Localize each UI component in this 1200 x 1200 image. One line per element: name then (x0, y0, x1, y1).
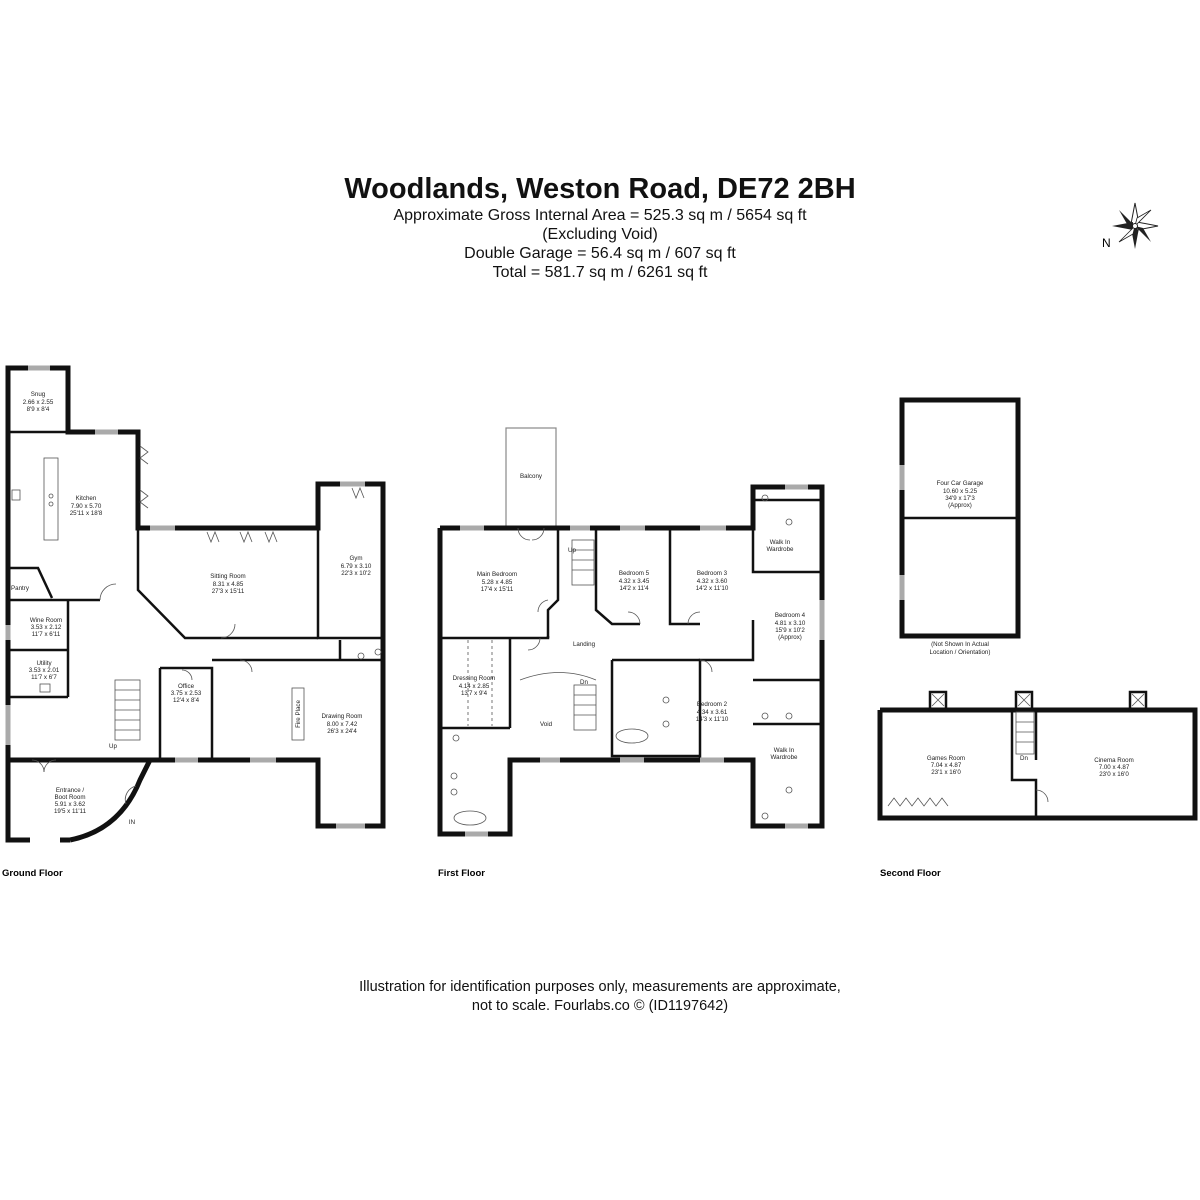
landing-label: Landing (573, 641, 596, 648)
bedroom-5-imperial: 14'2 x 11'4 (619, 585, 649, 592)
gym-imperial: 22'3 x 10'2 (341, 570, 371, 577)
drawing-room-label: Drawing Room (322, 713, 363, 720)
sitting-room-label: Sitting Room (210, 573, 245, 580)
kitchen-label: Kitchen (76, 495, 97, 502)
dressing-room-imperial: 13'7 x 9'4 (461, 690, 488, 697)
first-floor-plan (437, 427, 825, 837)
walk-in-wardrobe-1-label: Walk In (770, 539, 791, 546)
disclaimer-line1: Illustration for identification purposes… (359, 979, 841, 995)
sitting-room-imperial: 27'3 x 15'11 (212, 588, 245, 595)
cinema-room-label: Cinema Room (1094, 757, 1134, 764)
header: Woodlands, Weston Road, DE72 2BH Approxi… (0, 172, 1200, 282)
drawing-room-imperial: 26'3 x 24'4 (327, 728, 357, 735)
games-room-label: Games Room (927, 755, 965, 762)
office-label: Office (178, 683, 195, 690)
utility-metric: 3.53 x 2.01 (29, 667, 60, 674)
bedroom-3-label: Bedroom 3 (697, 570, 728, 577)
compass-icon (1112, 202, 1159, 249)
second-floor-plan (877, 690, 1198, 821)
walk-in-wardrobe-1-label-line2: Wardrobe (767, 546, 794, 553)
garage-metric: 10.60 x 5.25 (943, 488, 978, 495)
first-stairs-up-label: Up (568, 547, 576, 554)
walk-in-wardrobe-2-label: Walk In (774, 747, 795, 754)
bedroom-2-imperial: 14'3 x 11'10 (696, 716, 729, 723)
walk-in-wardrobe-2-label-line2: Wardrobe (771, 754, 798, 761)
cinema-room-metric: 7.00 x 4.87 (1099, 764, 1130, 771)
main-bedroom-metric: 5.28 x 4.85 (482, 579, 513, 586)
second-floor-label: Second Floor (880, 868, 941, 879)
garage-imperial: 34'9 x 17'3 (945, 495, 975, 502)
pantry-label: Pantry (11, 585, 30, 592)
garage-location-note: (Not Shown In Actual (931, 641, 989, 648)
page-title: Woodlands, Weston Road, DE72 2BH (344, 173, 856, 205)
bedroom-5-metric: 4.32 x 3.45 (619, 578, 650, 585)
entrance-imperial: 19'5 x 11'11 (54, 808, 87, 815)
gross-area-line: Approximate Gross Internal Area = 525.3 … (393, 207, 807, 224)
games-room-imperial: 23'1 x 16'0 (931, 769, 961, 776)
snug-metric: 2.66 x 2.55 (23, 399, 54, 406)
snug-imperial: 8'9 x 8'4 (27, 406, 50, 413)
garage-note: (Approx) (948, 502, 972, 509)
entrance-label: Entrance / (56, 787, 84, 794)
utility-label: Utility (36, 660, 52, 667)
bedroom-2-metric: 4.34 x 3.61 (697, 709, 728, 716)
garage-plan (899, 397, 1021, 639)
kitchen-imperial: 25'11 x 18'8 (70, 510, 103, 517)
bedroom-4-metric: 4.81 x 3.10 (775, 620, 806, 627)
second-stairs-down-label: Dn (1020, 755, 1028, 762)
footer: Illustration for identification purposes… (0, 978, 1200, 1016)
ground-stairs-up-label: Up (109, 743, 117, 750)
void-label: Void (540, 721, 553, 728)
first-floor-label: First Floor (438, 868, 485, 879)
sitting-room-metric: 8.31 x 4.85 (213, 581, 244, 588)
cinema-room-imperial: 23'0 x 16'0 (1099, 771, 1129, 778)
balcony-label: Balcony (520, 473, 543, 480)
bedroom-3-metric: 4.32 x 3.60 (697, 578, 728, 585)
ground-floor-plan (5, 365, 386, 843)
gym-metric: 6.79 x 3.10 (341, 563, 372, 570)
total-area-line: Total = 581.7 sq m / 6261 sq ft (492, 264, 708, 281)
office-imperial: 12'4 x 8'4 (173, 697, 200, 704)
kitchen-metric: 7.90 x 5.70 (71, 503, 102, 510)
bedroom-4-note: (Approx) (778, 634, 802, 641)
garage-location-note-line2: Location / Orientation) (930, 649, 991, 656)
compass-north-label: N (1102, 236, 1111, 250)
entrance-metric: 5.91 x 3.62 (55, 801, 86, 808)
wine-room-label: Wine Room (30, 617, 62, 624)
main-bedroom-label: Main Bedroom (477, 571, 517, 578)
drawing-room-metric: 8.00 x 7.42 (327, 721, 358, 728)
utility-imperial: 11'7 x 6'7 (31, 674, 57, 681)
ground-entrance-in-label: IN (129, 819, 135, 826)
entrance-label-line2: Boot Room (55, 794, 86, 801)
snug-label: Snug (31, 391, 46, 398)
gym-label: Gym (349, 555, 362, 562)
wine-room-metric: 3.53 x 2.12 (31, 624, 62, 631)
dressing-room-label: Dressing Room (453, 675, 496, 682)
garage-area-line: Double Garage = 56.4 sq m / 607 sq ft (464, 245, 736, 262)
main-bedroom-imperial: 17'4 x 15'11 (481, 586, 514, 593)
excluding-void-line: (Excluding Void) (542, 226, 658, 243)
wine-room-imperial: 11'7 x 6'11 (32, 631, 61, 638)
garage-label: Four Car Garage (937, 480, 984, 487)
games-room-metric: 7.04 x 4.87 (931, 762, 962, 769)
bedroom-4-imperial: 15'9 x 10'2 (775, 627, 805, 634)
bedroom-5-label: Bedroom 5 (619, 570, 650, 577)
disclaimer-line2: not to scale. Fourlabs.co © (ID1197642) (471, 998, 729, 1014)
ground-floor-label: Ground Floor (2, 868, 63, 879)
fireplace-label: Fire Place (295, 700, 302, 728)
office-metric: 3.75 x 2.53 (171, 690, 202, 697)
bedroom-2-label: Bedroom 2 (697, 701, 728, 708)
first-stairs-down-label: Dn (580, 679, 588, 686)
bedroom-3-imperial: 14'2 x 11'10 (696, 585, 729, 592)
bedroom-4-label: Bedroom 4 (775, 612, 806, 619)
dressing-room-metric: 4.14 x 2.85 (459, 683, 490, 690)
